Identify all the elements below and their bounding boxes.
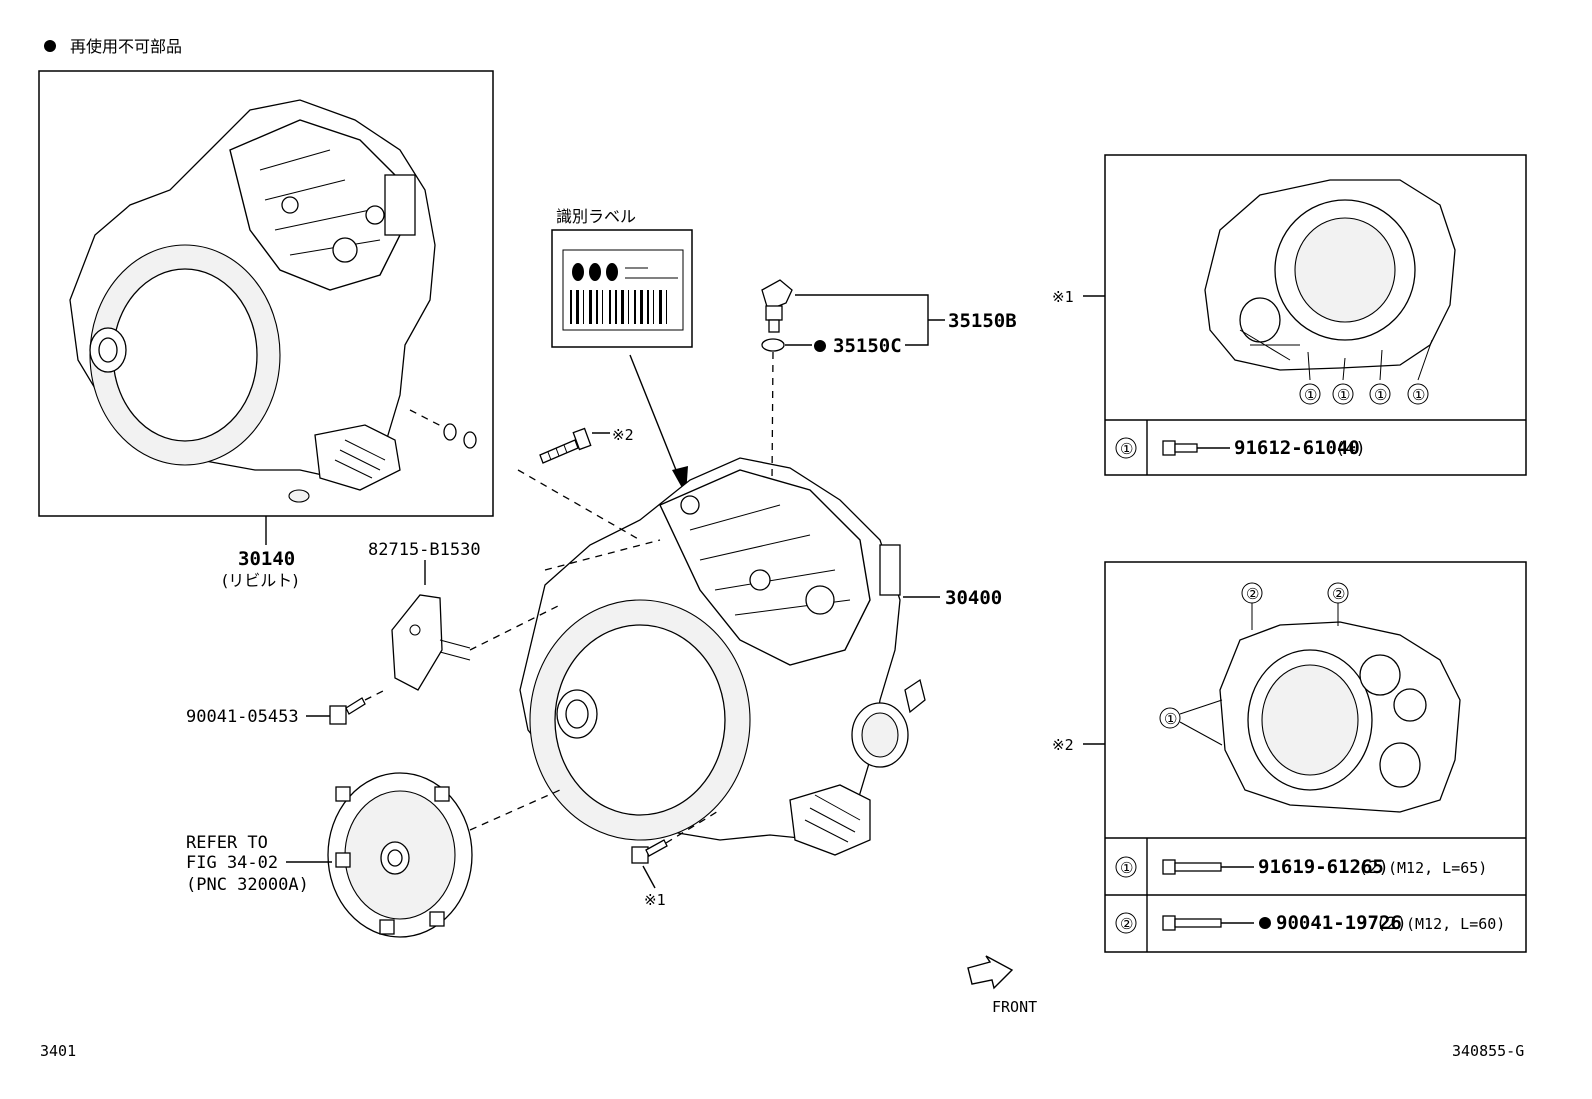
inset2-row2-qty: (2) bbox=[1376, 914, 1407, 934]
case-front-illustration bbox=[1219, 621, 1461, 813]
converter-ref-line3: (PNC 32000A) bbox=[186, 875, 309, 895]
main-transaxle-illustration bbox=[519, 457, 926, 856]
inset-note1: ※1 ① ① ① ① ① 91612-61040 (4) bbox=[1052, 154, 1527, 476]
note1-marker: ※1 bbox=[644, 891, 666, 909]
inset1-row-part: 91612-61040 bbox=[1234, 437, 1360, 459]
bracket-illustration bbox=[391, 594, 471, 691]
svg-text:②: ② bbox=[1246, 585, 1259, 603]
rebuilt-transaxle-illustration bbox=[69, 99, 436, 491]
plug-part-number: 35150B bbox=[948, 310, 1017, 332]
drain-plug-illustration bbox=[761, 279, 793, 352]
bolt-note1-illustration bbox=[631, 839, 668, 864]
row-number-circle bbox=[1115, 856, 1137, 878]
id-label-illustration bbox=[551, 229, 693, 348]
inset1-row-qty: (4) bbox=[1335, 439, 1366, 459]
non-reusable-icon bbox=[814, 340, 826, 352]
legend: 再使用不可部品 bbox=[44, 37, 182, 56]
rebuilt-assembly-box bbox=[38, 70, 494, 517]
note2-marker: ※2 bbox=[612, 426, 634, 444]
inset2-row2-part: 90041-19726 bbox=[1276, 912, 1402, 934]
legend-text: 再使用不可部品 bbox=[70, 37, 182, 56]
assembly-part-number: 30400 bbox=[945, 587, 1002, 609]
inset2-row1-num: ① bbox=[1120, 859, 1133, 877]
row-number-circle bbox=[1115, 437, 1137, 459]
bracket-bolt-illustration bbox=[329, 697, 366, 725]
row-number-circle bbox=[1115, 912, 1137, 934]
torque-converter-illustration bbox=[327, 772, 473, 938]
svg-text:①: ① bbox=[1412, 386, 1425, 404]
svg-text:①: ① bbox=[1164, 710, 1177, 728]
oil-seal bbox=[288, 489, 310, 503]
barcode-icon bbox=[570, 290, 667, 324]
inset2-marker: ※2 bbox=[1052, 736, 1074, 754]
svg-text:①: ① bbox=[1304, 386, 1317, 404]
bolt-icon bbox=[1162, 440, 1198, 456]
inset1-row-num: ① bbox=[1120, 440, 1133, 458]
inset-note2: ※2 ② ② ① ① 91619-61265 (2) (M12, L=65) ② bbox=[1052, 561, 1527, 953]
rebuilt-note: (リビルト) bbox=[222, 571, 299, 590]
figure-id: 340855-G bbox=[1452, 1042, 1524, 1060]
seal-ring bbox=[463, 431, 477, 449]
non-reusable-icon bbox=[1259, 917, 1271, 929]
id-label-title: 識別ラベル bbox=[556, 207, 636, 226]
non-reusable-icon bbox=[44, 40, 56, 52]
bolt-note2-illustration bbox=[539, 427, 592, 464]
svg-text:②: ② bbox=[1332, 585, 1345, 603]
front-label: FRONT bbox=[992, 998, 1037, 1016]
inset2-row1-spec: (M12, L=65) bbox=[1388, 859, 1487, 877]
callout-1 bbox=[1369, 383, 1391, 405]
inset2-row2-num: ② bbox=[1120, 915, 1133, 933]
converter-ref-line1: REFER TO bbox=[186, 833, 268, 853]
converter-ref-line2: FIG 34-02 bbox=[186, 853, 278, 873]
svg-text:①: ① bbox=[1374, 386, 1387, 404]
inset1-marker: ※1 bbox=[1052, 288, 1074, 306]
inset2-row1-qty: (2) bbox=[1358, 858, 1389, 878]
callout-1 bbox=[1407, 383, 1429, 405]
seal-ring bbox=[443, 423, 457, 441]
front-arrow-icon bbox=[967, 955, 1014, 990]
svg-text:①: ① bbox=[1337, 386, 1350, 404]
inset2-row1-part: 91619-61265 bbox=[1258, 856, 1384, 878]
bracket-part-number: 82715-B1530 bbox=[368, 540, 481, 560]
gasket-part-number: 35150C bbox=[833, 335, 902, 357]
rebuilt-part-number: 30140 bbox=[238, 548, 295, 570]
page-number: 3401 bbox=[40, 1042, 76, 1060]
bracket-bolt-part-number: 90041-05453 bbox=[186, 707, 299, 727]
inset2-row2-spec: (M12, L=60) bbox=[1406, 915, 1505, 933]
callout-1 bbox=[1299, 383, 1321, 405]
callout-1 bbox=[1159, 707, 1181, 729]
callout-1 bbox=[1332, 383, 1354, 405]
case-rear-illustration bbox=[1204, 179, 1456, 371]
